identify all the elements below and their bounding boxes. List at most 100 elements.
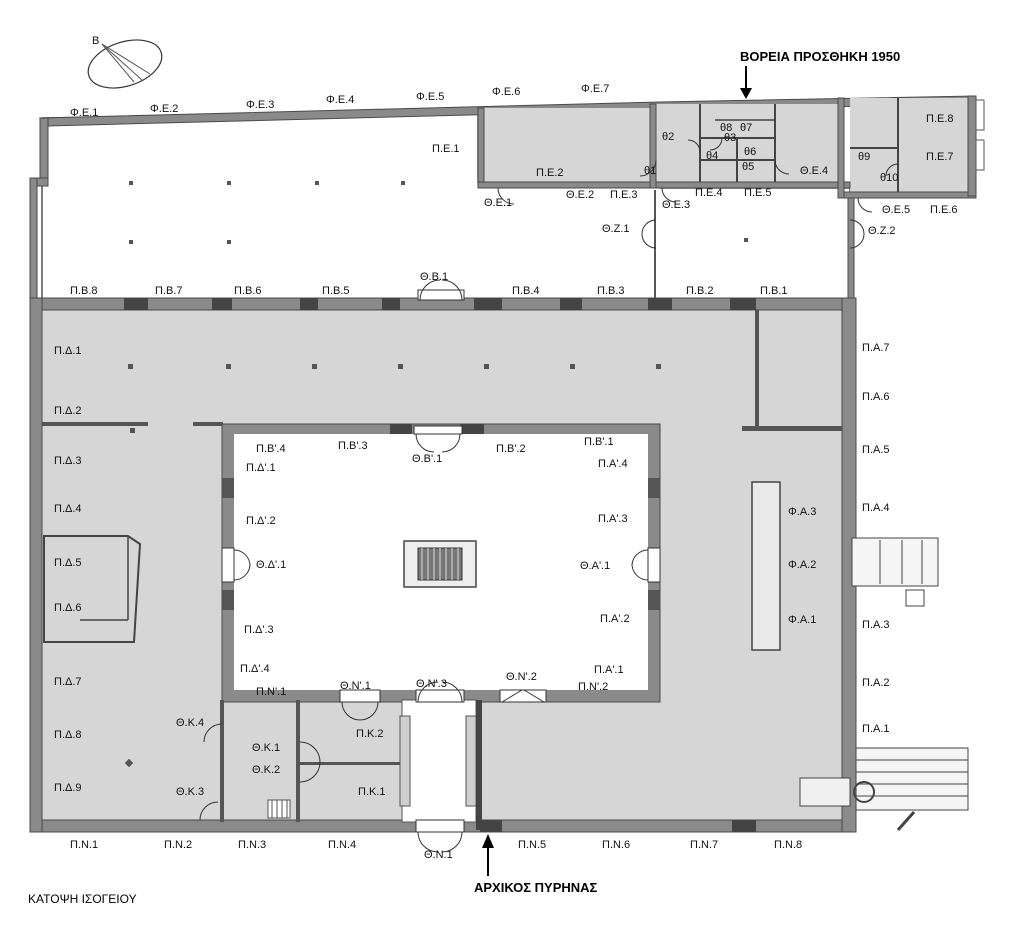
label-tz2: Θ.Ζ.2 — [868, 225, 896, 237]
label-fe2: Φ.Ε.2 — [150, 103, 178, 115]
label-th7: θ7 — [740, 122, 752, 134]
label-pn4: Π.Ν.4 — [328, 839, 356, 851]
label-tdp1: Θ.Δ'.1 — [256, 559, 286, 571]
label-pd4: Π.Δ.4 — [54, 503, 82, 515]
label-te4: Θ.Ε.4 — [800, 165, 828, 177]
label-tnp3: Θ.Ν'.3 — [416, 678, 447, 690]
label-pd2: Π.Δ.2 — [54, 405, 82, 417]
label-pdp1: Π.Δ'.1 — [246, 462, 276, 474]
label-fe7: Φ.Ε.7 — [581, 83, 609, 95]
label-tk2: Θ.Κ.2 — [252, 764, 280, 776]
label-pap4: Π.Α'.4 — [598, 458, 628, 470]
label-fe6: Φ.Ε.6 — [492, 86, 520, 98]
south-rooms — [220, 699, 482, 830]
label-pb6: Π.Β.6 — [234, 285, 262, 297]
label-pb2: Π.Β.2 — [686, 285, 714, 297]
label-pap2: Π.Α'.2 — [600, 613, 630, 625]
label-pdp3: Π.Δ'.3 — [244, 624, 274, 636]
label-pa2: Π.Α.2 — [862, 677, 890, 689]
label-pd5: Π.Δ.5 — [54, 557, 82, 569]
label-tnp1: Θ.Ν'.1 — [340, 680, 371, 692]
label-pd7: Π.Δ.7 — [54, 676, 82, 688]
label-pn7: Π.Ν.7 — [690, 839, 718, 851]
label-pa6: Π.Α.6 — [862, 391, 890, 403]
label-pn8: Π.Ν.8 — [774, 839, 802, 851]
original-core-title: ΑΡΧΙΚΟΣ ΠΥΡΗΝΑΣ — [474, 880, 598, 895]
label-te2: Θ.Ε.2 — [566, 189, 594, 201]
label-pbp4: Π.Β'.4 — [256, 443, 286, 455]
label-th5: θ5 — [742, 161, 754, 173]
label-pa7: Π.Α.7 — [862, 342, 890, 354]
label-tk3: Θ.Κ.3 — [176, 786, 204, 798]
label-th4: θ4 — [706, 150, 718, 162]
courtyard — [221, 423, 661, 703]
label-tap1: Θ.Α'.1 — [580, 560, 610, 572]
label-fe5: Φ.Ε.5 — [416, 91, 444, 103]
label-tz1: Θ.Ζ.1 — [602, 223, 630, 235]
label-pap3: Π.Α'.3 — [598, 513, 628, 525]
label-pb4: Π.Β.4 — [512, 285, 540, 297]
label-th10: θ10 — [880, 172, 898, 184]
label-pdp4: Π.Δ'.4 — [240, 663, 270, 675]
plan-caption: ΚΑΤΟΨΗ ΙΣΟΓΕΙΟΥ — [28, 892, 137, 906]
label-fe3: Φ.Ε.3 — [246, 99, 274, 111]
label-fe4: Φ.Ε.4 — [326, 94, 354, 106]
label-pe6: Π.Ε.6 — [930, 204, 958, 216]
label-pa4: Π.Α.4 — [862, 502, 890, 514]
label-pe2: Π.Ε.2 — [536, 167, 564, 179]
label-pd8: Π.Δ.8 — [54, 729, 82, 741]
label-pa1: Π.Α.1 — [862, 723, 890, 735]
label-pn1: Π.Ν.1 — [70, 839, 98, 851]
label-pd3: Π.Δ.3 — [54, 455, 82, 467]
label-pd1: Π.Δ.1 — [54, 345, 82, 357]
label-pe5: Π.Ε.5 — [744, 187, 772, 199]
label-te5: Θ.Ε.5 — [882, 204, 910, 216]
label-tbp1: Θ.Β'.1 — [412, 453, 442, 465]
label-pap1: Π.Α'.1 — [594, 664, 624, 676]
label-pnp1: Π.Ν'.1 — [256, 686, 286, 698]
door-swings — [199, 137, 899, 853]
label-pb5: Π.Β.5 — [322, 285, 350, 297]
north-service-rooms — [477, 95, 985, 199]
label-pe8: Π.Ε.8 — [926, 113, 954, 125]
fountain — [403, 540, 477, 588]
label-fe1: Φ.Ε.1 — [70, 107, 98, 119]
southeast-ramp — [799, 747, 969, 831]
label-pe7: Π.Ε.7 — [926, 151, 954, 163]
label-pa3: Π.Α.3 — [862, 619, 890, 631]
east-counter — [751, 481, 781, 651]
label-fa2: Φ.Α.2 — [788, 559, 816, 571]
label-pbp2: Π.Β'.2 — [496, 443, 526, 455]
label-pnp2: Π.Ν'.2 — [578, 681, 608, 693]
label-pb7: Π.Β.7 — [155, 285, 183, 297]
label-pd9: Π.Δ.9 — [54, 782, 82, 794]
label-te3: Θ.Ε.3 — [662, 199, 690, 211]
label-pa5: Π.Α.5 — [862, 444, 890, 456]
label-tn1: Θ.Ν.1 — [424, 849, 453, 861]
label-pb1: Π.Β.1 — [760, 285, 788, 297]
room-labels: Φ.Ε.1 Φ.Ε.2 Φ.Ε.3 Φ.Ε.4 Φ.Ε.5 Φ.Ε.6 Φ.Ε.… — [54, 83, 958, 861]
label-tk1: Θ.Κ.1 — [252, 742, 280, 754]
north-addition-title: ΒΟΡΕΙΑ ΠΡΟΣΘΗΚΗ 1950 — [740, 49, 900, 64]
label-te1: Θ.Ε.1 — [484, 197, 512, 209]
label-pe4: Π.Ε.4 — [695, 187, 723, 199]
label-tb1: Θ.Β.1 — [420, 271, 448, 283]
label-pbp1: Π.Β'.1 — [584, 436, 614, 448]
label-fa1: Φ.Α.1 — [788, 614, 816, 626]
compass-icon: B — [87, 35, 163, 89]
label-pn3: Π.Ν.3 — [238, 839, 266, 851]
label-th9: θ9 — [858, 151, 870, 163]
label-th8: θ8 — [720, 122, 732, 134]
label-pb3: Π.Β.3 — [597, 285, 625, 297]
label-pd6: Π.Δ.6 — [54, 602, 82, 614]
label-th6: θ6 — [744, 146, 756, 158]
compass-letter: B — [92, 35, 99, 47]
label-pb8: Π.Β.8 — [70, 285, 98, 297]
east-steps — [851, 537, 939, 607]
label-pbp3: Π.Β'.3 — [338, 440, 368, 452]
label-fa3: Φ.Α.3 — [788, 506, 816, 518]
label-th3: θ3 — [724, 132, 736, 144]
label-pn6: Π.Ν.6 — [602, 839, 630, 851]
label-pdp2: Π.Δ'.2 — [246, 515, 276, 527]
label-pe1: Π.Ε.1 — [432, 143, 460, 155]
